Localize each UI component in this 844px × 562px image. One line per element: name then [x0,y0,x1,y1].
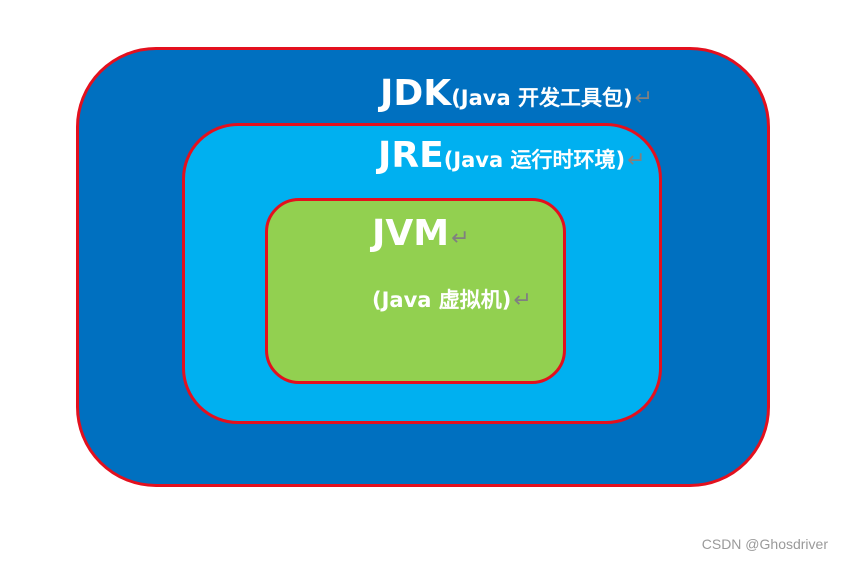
jvm-name: JVM [372,213,450,254]
jdk-name: JDK [380,73,452,114]
jre-desc: (Java 运行时环境) [443,148,626,172]
return-mark-icon: ↵ [634,86,653,111]
jvm-box [265,198,566,384]
jdk-label: JDK(Java 开发工具包)↵ [380,76,653,112]
jre-label: JRE(Java 运行时环境)↵ [378,138,646,174]
jvm-desc: (Java 虚拟机) [372,288,512,312]
return-mark-icon: ↵ [513,288,532,313]
watermark: CSDN @Ghosdriver [701,536,828,552]
jdk-desc: (Java 开发工具包) [451,86,633,110]
jvm-desc-label: (Java 虚拟机)↵ [372,290,532,312]
jvm-label: JVM↵ [372,216,470,252]
return-mark-icon: ↵ [451,226,470,251]
jre-name: JRE [378,135,444,176]
return-mark-icon: ↵ [627,148,646,173]
